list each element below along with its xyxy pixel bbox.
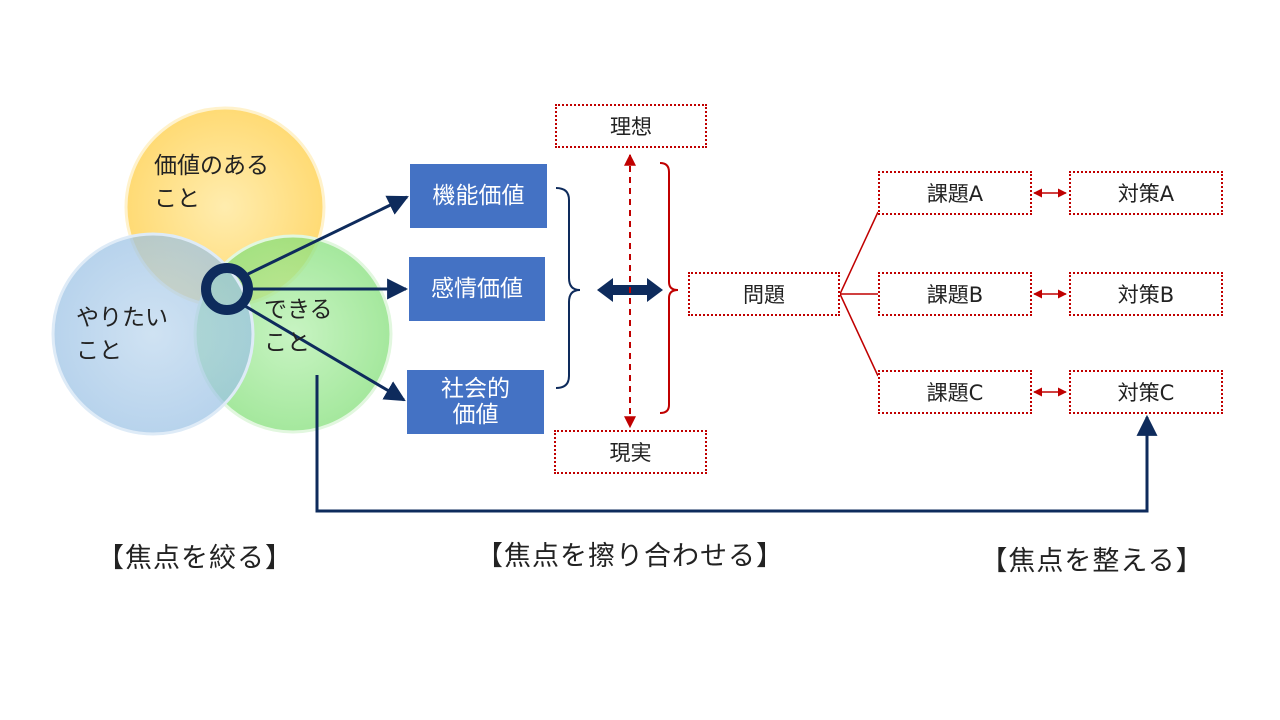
link-problem-issue-a [839,211,879,295]
box-ideal: 理想 [555,104,707,148]
value-bracket [555,187,581,389]
link-problem-issue-c [839,293,879,377]
box-measure-a: 対策A [1069,171,1223,215]
box-measure-c: 対策C [1069,370,1223,414]
box-problem: 問題 [688,272,840,316]
box-reality: 現実 [554,430,707,474]
box-issue-c: 課題C [878,370,1032,414]
box-issue-b: 課題B [878,272,1032,316]
caption-focus: 【焦点を絞る】 [97,543,293,574]
box-social-value: 社会的 価値 [407,370,544,434]
caption-arrange: 【焦点を整える】 [980,546,1204,577]
focus-ring [201,263,253,315]
box-functional-value: 機能価値 [410,164,547,228]
arrow-to-functional [247,195,409,276]
label-can-do: できる こと [264,297,333,357]
gap-bracket [659,162,679,414]
arrow-to-social [244,304,406,402]
box-emotional-value: 感情価値 [409,257,545,321]
caption-align: 【焦点を擦り合わせる】 [476,541,784,572]
label-valuable: 価値のある こと [154,153,269,213]
label-want-to-do: やりたい こと [76,305,168,365]
arrow-can-do-to-measure-c [315,375,1158,513]
box-issue-a: 課題A [878,171,1032,215]
box-measure-b: 対策B [1069,272,1223,316]
